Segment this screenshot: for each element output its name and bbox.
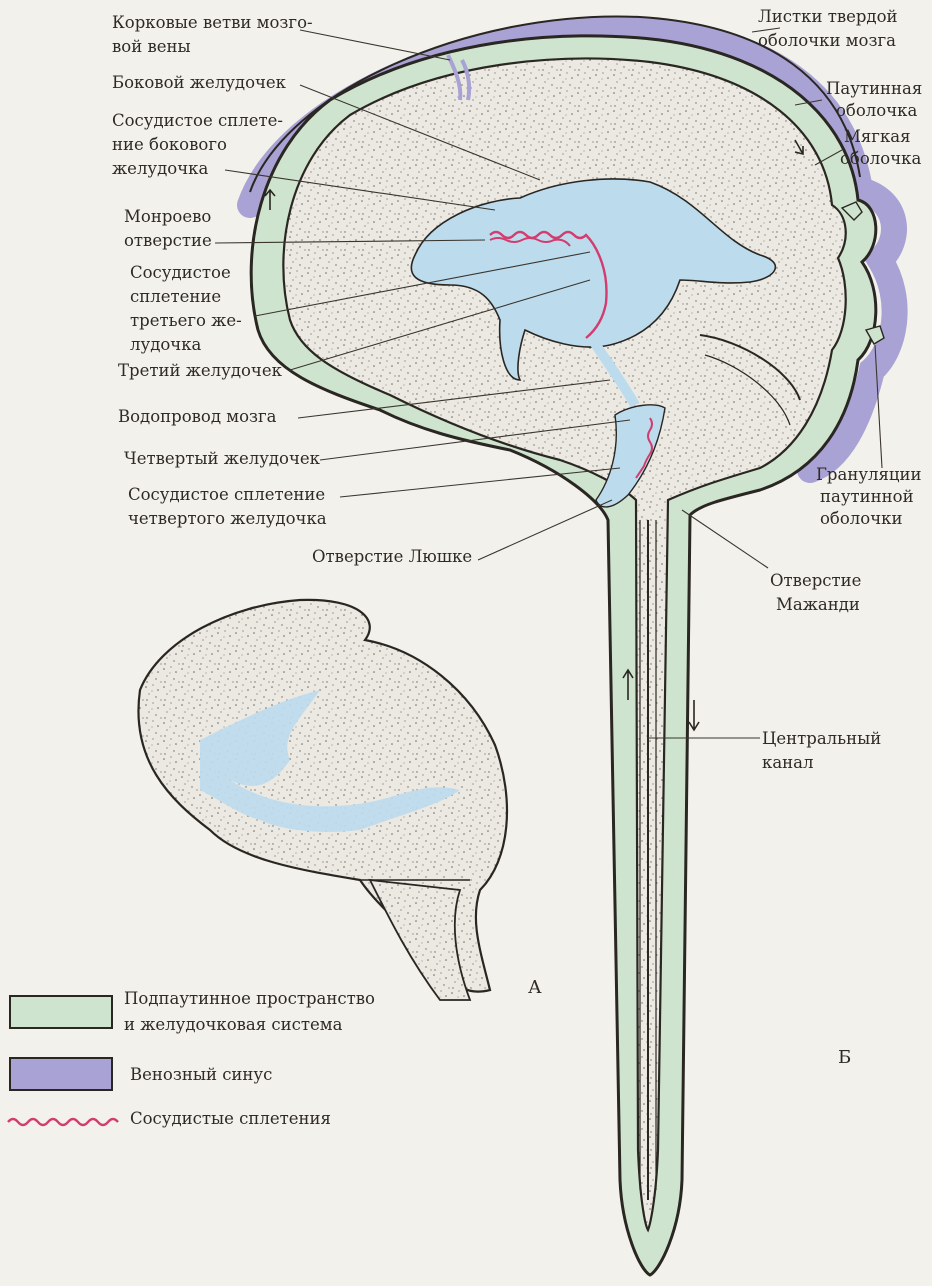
legend-label-venous: Венозный синус <box>130 1065 272 1084</box>
legend-swatch-venous <box>10 1058 112 1090</box>
label-choroid-fourth: Сосудистое сплетениечетвертого желудочка <box>128 485 327 528</box>
legend-swatch-choroid <box>8 1119 118 1125</box>
panel-label-b: Б <box>838 1047 851 1068</box>
label-magendie: ОтверстиеМажанди <box>770 571 861 614</box>
label-granulations: Грануляциипаутиннойоболочки <box>816 465 922 528</box>
panel-label-a: А <box>528 977 542 998</box>
label-choroid-third: Сосудистоесплетениетретьего же-лудочка <box>130 263 242 354</box>
label-central-canal: Центральныйканал <box>762 729 881 772</box>
label-arachnoid: Паутиннаяоболочка <box>826 79 922 120</box>
legend-label-subarachnoid: Подпаутинное пространствои желудочковая … <box>124 989 375 1034</box>
cerebellum-figure <box>138 600 507 1000</box>
label-monro: Монроевоотверстие <box>124 207 212 250</box>
label-fourth-ventricle: Четвертый желудочек <box>124 449 321 468</box>
label-luschka: Отверстие Люшке <box>312 547 472 566</box>
legend: Подпаутинное пространствои желудочковая … <box>8 989 375 1128</box>
label-cortical-veins: Корковые ветви мозго-вой вены <box>112 13 313 56</box>
brainstem <box>370 880 470 1000</box>
label-third-ventricle: Третий желудочек <box>118 361 283 380</box>
flow-arrow <box>689 700 699 730</box>
legend-label-choroid: Сосудистые сплетения <box>130 1109 331 1128</box>
label-aqueduct: Водопровод мозга <box>118 407 277 426</box>
legend-swatch-subarachnoid <box>10 996 112 1028</box>
label-lateral-ventricle: Боковой желудочек <box>112 73 287 92</box>
